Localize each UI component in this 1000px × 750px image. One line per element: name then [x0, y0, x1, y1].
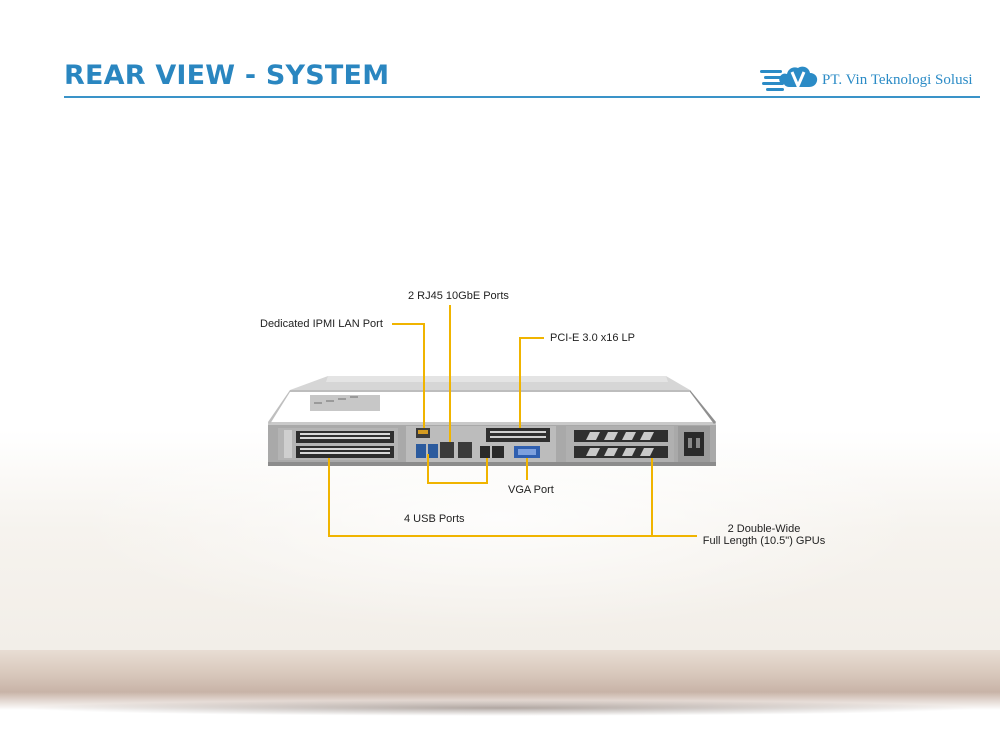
callout-gpus-line2: Full Length (10.5") GPUs: [702, 535, 826, 547]
usb-port-3: [480, 446, 490, 458]
pcie-slot: [486, 428, 550, 442]
table-shadow: [20, 700, 980, 716]
power-supply: [678, 426, 710, 462]
callout-gpus: 2 Double-Wide Full Length (10.5") GPUs: [696, 523, 832, 547]
callout-usb-ports: 4 USB Ports: [404, 513, 465, 525]
gpu-slot-left: [278, 428, 398, 460]
callout-rj45-ports: 2 RJ45 10GbE Ports: [408, 290, 509, 302]
io-panel: [406, 426, 556, 462]
title-underline: [64, 96, 980, 98]
usb-port-1: [416, 444, 426, 458]
callout-vga-port: VGA Port: [508, 484, 554, 496]
page-title: REAR VIEW - SYSTEM: [64, 60, 390, 91]
table-edge: [0, 650, 1000, 710]
callout-pcie-slot: PCI-E 3.0 x16 LP: [550, 332, 635, 344]
callout-ipmi-lan-port: Dedicated IPMI LAN Port: [260, 318, 383, 330]
usb-port-2: [428, 444, 438, 458]
rj45-port-2: [458, 442, 472, 458]
usb-port-4: [492, 446, 504, 458]
table-highlight: [0, 430, 1000, 652]
gpu-slot-right: [566, 426, 674, 462]
rj45-port-1: [440, 442, 454, 458]
company-logo-icon: [760, 66, 818, 91]
callout-lines: [328, 305, 697, 537]
callout-gpus-line1: 2 Double-Wide: [727, 523, 801, 535]
company-name: PT. Vin Teknologi Solusi: [822, 72, 973, 88]
